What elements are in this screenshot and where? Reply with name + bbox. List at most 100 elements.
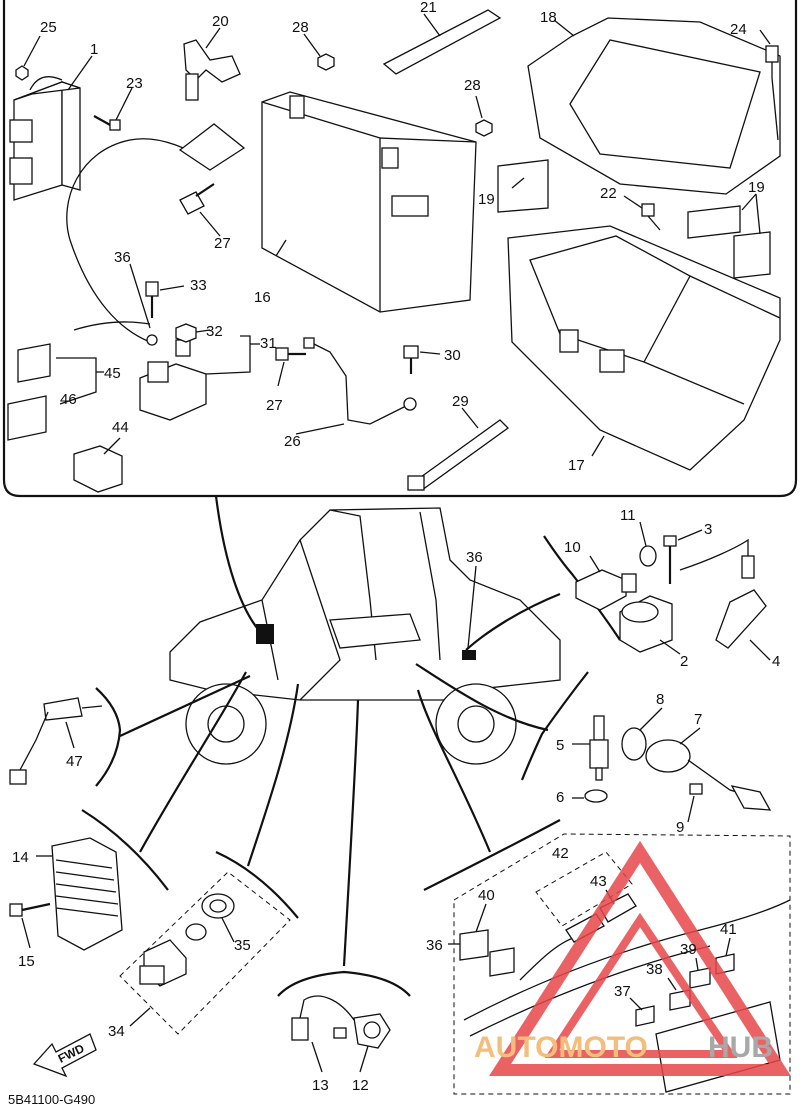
- part-nut-25: [15, 65, 29, 81]
- callout-28b: 28: [464, 77, 481, 94]
- callout-17: 17: [568, 457, 585, 474]
- part-battery-16: [261, 91, 477, 313]
- callout-9: 9: [676, 819, 684, 836]
- leader-to-14: [139, 671, 247, 853]
- callout-27b: 27: [266, 397, 283, 414]
- callout-47: 47: [66, 753, 83, 770]
- part-bolt-27-b: [275, 347, 306, 361]
- callout-8: 8: [656, 691, 664, 708]
- leader-to-34: [246, 683, 300, 867]
- callout-28a: 28: [292, 19, 309, 36]
- callout-44: 44: [112, 419, 129, 436]
- part-bolt-13: [291, 1017, 347, 1041]
- leader-to-top-panel: [214, 495, 263, 635]
- callout-6: 6: [556, 789, 564, 806]
- part-bolt-27-a: [179, 183, 215, 215]
- callout-27a: 27: [214, 235, 231, 252]
- frame-switch-dashed: [119, 871, 291, 1035]
- part-relay-46: [7, 395, 47, 441]
- callout-10: 10: [564, 539, 581, 556]
- part-sensor-47: [9, 697, 103, 785]
- part-pad-19-b: [687, 205, 741, 239]
- callout-24: 24: [730, 21, 747, 38]
- leader-to-12: [342, 699, 360, 967]
- callout-32: 32: [206, 323, 223, 340]
- leader-to-5: [415, 663, 549, 732]
- watermark-text-1: AUTOMOTO: [474, 1031, 648, 1064]
- part-sensor-12: [299, 995, 391, 1049]
- part-sensor-5: [589, 715, 609, 781]
- callout-30: 30: [444, 347, 461, 364]
- leader-to-47: [119, 675, 251, 737]
- part-clamp-20: [183, 39, 241, 101]
- callout-31: 31: [260, 335, 277, 352]
- part-sensor-10: [575, 569, 637, 611]
- part-starter-relay-31: [139, 339, 207, 421]
- callout-16: 16: [254, 289, 271, 306]
- part-connector-44: [73, 445, 123, 493]
- callout-22: 22: [600, 185, 617, 202]
- callout-33: 33: [190, 277, 207, 294]
- part-pad-19-c: [733, 231, 771, 279]
- part-connector-cover: [178, 123, 246, 171]
- callout-29: 29: [452, 393, 469, 410]
- callout-14: 14: [12, 849, 29, 866]
- callout-18: 18: [540, 9, 557, 26]
- vehicle-outline: [169, 507, 561, 765]
- part-pad-19-a: [497, 159, 549, 213]
- part-switch-34: [139, 923, 207, 987]
- part-nut-28-b: [475, 119, 493, 137]
- frame-regulator: [81, 809, 169, 891]
- part-bolt-23: [93, 115, 121, 131]
- part-screw-24: [765, 45, 779, 141]
- part-lid-18: [527, 17, 781, 195]
- callout-35: 35: [234, 937, 251, 954]
- leader-to-2: [465, 592, 561, 651]
- callout-46: 46: [60, 391, 77, 408]
- part-fuse-32: [175, 323, 197, 343]
- callout-42: 42: [552, 845, 569, 862]
- part-screw-22: [641, 203, 661, 231]
- callout-2: 2: [680, 653, 688, 670]
- part-fuel-sender-7: [645, 739, 772, 811]
- callout-38: 38: [646, 961, 663, 978]
- part-relay-45: [17, 343, 51, 383]
- callout-15: 15: [18, 953, 35, 970]
- callout-45: 45: [104, 365, 121, 382]
- top-panel-border: [2, 0, 798, 498]
- part-battery-box-17: [507, 225, 781, 471]
- part-cable-26: [303, 337, 417, 425]
- callout-43: 43: [590, 873, 607, 890]
- leader-to-harness: [416, 689, 492, 853]
- part-washer-6: [584, 789, 608, 803]
- watermark-text-2: HUB: [708, 1031, 773, 1064]
- callout-12: 12: [352, 1077, 369, 1094]
- part-bolt-33: [145, 281, 159, 318]
- part-cable-tie-29: [407, 419, 509, 491]
- frame-connector-42-dashed: [535, 851, 633, 927]
- part-bolt-3: [663, 535, 677, 584]
- callout-7: 7: [694, 711, 702, 728]
- callout-36a: 36: [114, 249, 131, 266]
- callout-19a: 19: [478, 191, 495, 208]
- part-o-ring-11: [639, 545, 657, 567]
- part-plug-cap-4: [679, 538, 767, 649]
- callout-13: 13: [312, 1077, 329, 1094]
- callout-41: 41: [720, 921, 737, 938]
- callout-20: 20: [212, 13, 229, 30]
- callout-26: 26: [284, 433, 301, 450]
- callout-3: 3: [704, 521, 712, 538]
- part-regulator-14: [51, 837, 123, 951]
- part-strap-21: [382, 9, 502, 75]
- callout-11: 11: [620, 507, 636, 524]
- frame-harness: [423, 819, 561, 891]
- callout-23: 23: [126, 75, 143, 92]
- callout-36c: 36: [426, 937, 443, 954]
- watermark-logo: AUTOMOTO HUB: [474, 840, 791, 1076]
- part-fuse-37: [635, 1005, 655, 1027]
- part-relay-40b: [489, 947, 515, 977]
- callout-21: 21: [420, 0, 437, 16]
- part-fuse-39: [689, 967, 711, 989]
- frame-switch-34: [215, 850, 299, 919]
